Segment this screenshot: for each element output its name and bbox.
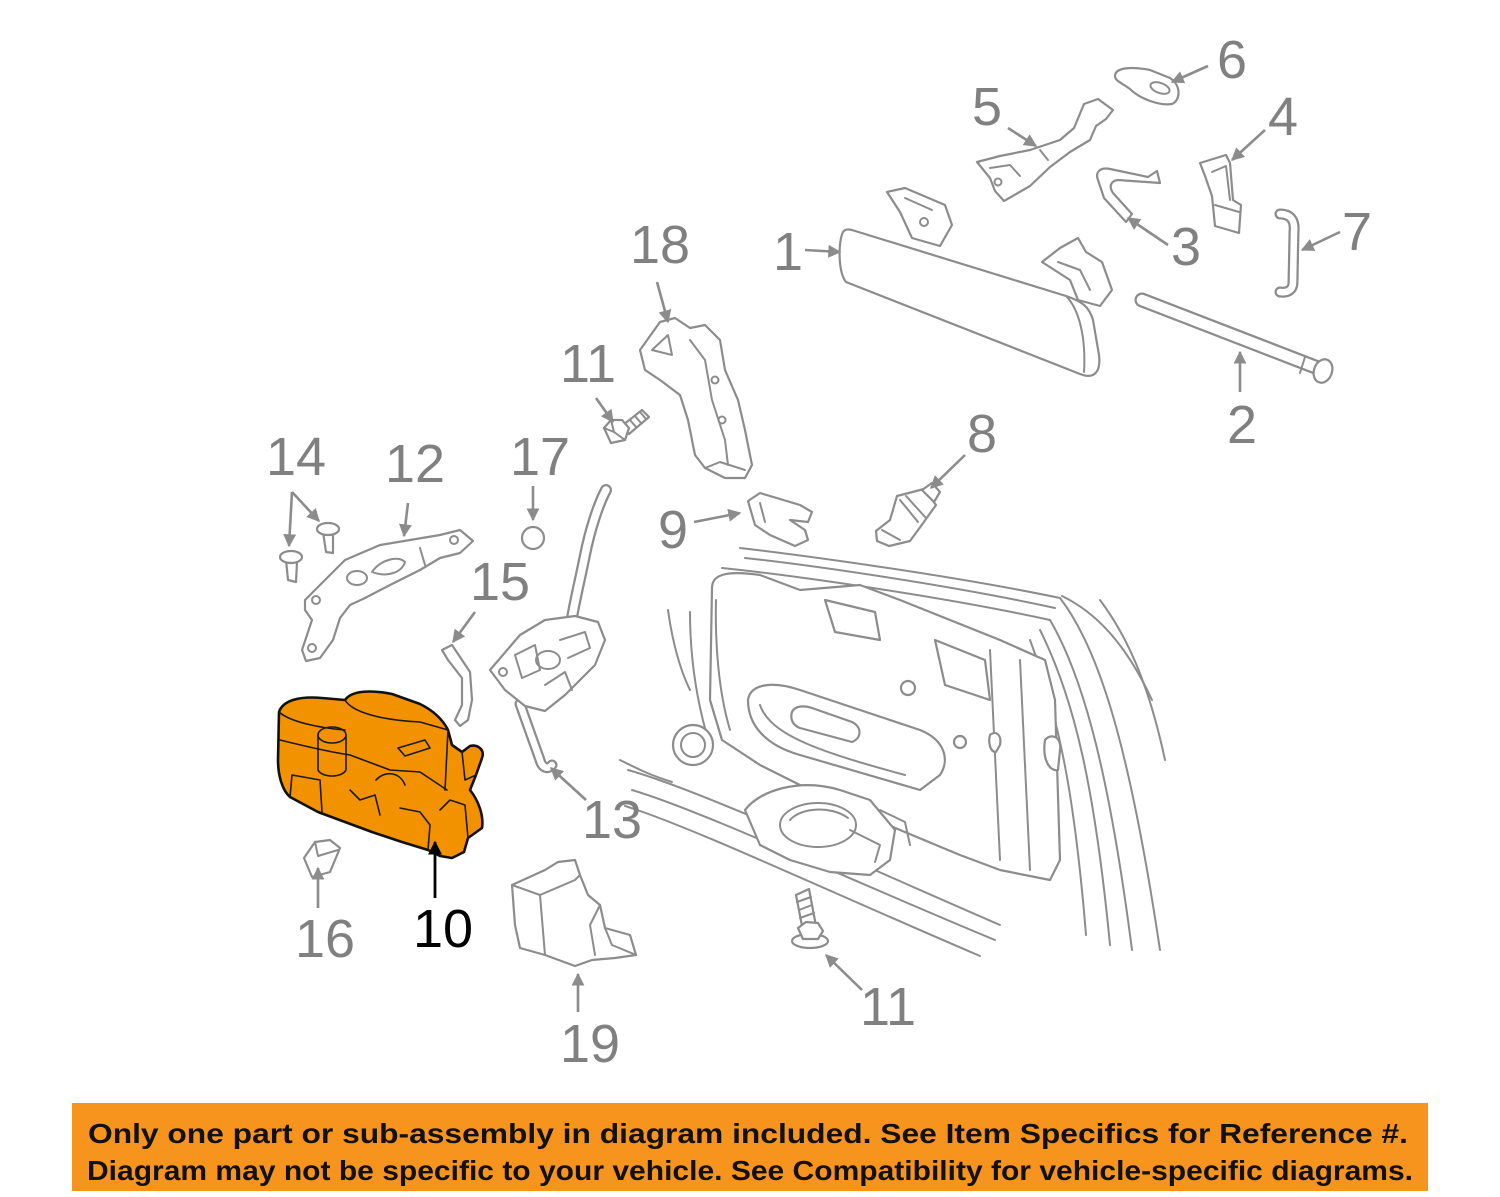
callout-9-label: 9 [658, 500, 688, 560]
callout-16-label: 16 [295, 909, 355, 969]
callout-8-arrow [930, 454, 966, 489]
callout-7-label: 7 [1342, 202, 1372, 262]
callout-14-arrow-a [283, 491, 297, 548]
callout-17-label: 17 [510, 427, 570, 487]
part-1 [838, 186, 1114, 377]
callout-11-upper-label: 11 [560, 334, 616, 394]
part-17 [520, 525, 546, 551]
callout-13-label: 13 [582, 790, 642, 850]
callout-10-label: 10 [413, 899, 473, 959]
callout-8-label: 8 [967, 404, 997, 464]
disclaimer-line-1: Only one part or sub-assembly in diagram… [88, 1118, 1408, 1149]
part-8 [874, 481, 942, 548]
callout-7-arrow [1300, 230, 1341, 252]
callout-11-lower-label: 11 [860, 977, 916, 1037]
callout-6-arrow [1170, 64, 1209, 84]
disclaimer-banner-background [72, 1103, 1428, 1191]
callout-12-label: 12 [385, 434, 445, 494]
part-13 [488, 484, 612, 774]
callout-13-arrow [550, 767, 587, 801]
part-4 [1198, 153, 1243, 235]
disclaimer-line-2: Diagram may not be specific to your vehi… [87, 1155, 1413, 1186]
part-5 [975, 97, 1115, 203]
callout-3-label: 3 [1171, 217, 1201, 277]
callout-5-arrow [1007, 126, 1038, 148]
callout-1-label: 1 [773, 222, 803, 282]
part-12 [300, 528, 475, 663]
part-2 [1134, 292, 1334, 384]
part-6 [1113, 66, 1180, 106]
callout-11-lower-arrow [825, 954, 863, 991]
background-panel-linework [619, 547, 1166, 957]
callout-11-upper-arrow [594, 397, 615, 424]
callout-6-label: 6 [1217, 30, 1247, 90]
part-7 [1274, 208, 1300, 298]
callout-4-arrow [1231, 129, 1266, 161]
part-11-upper [602, 408, 651, 445]
callout-14-label: 14 [266, 427, 326, 487]
part-18 [638, 316, 754, 480]
callout-3-arrow [1126, 216, 1169, 247]
callout-15-arrow [451, 611, 477, 644]
callout-1-arrow [804, 244, 842, 258]
callout-4-label: 4 [1268, 87, 1298, 147]
callout-19-label: 19 [560, 1014, 620, 1074]
callout-12-arrow [398, 502, 412, 538]
callout-18-label: 18 [630, 215, 690, 275]
part-19 [510, 858, 638, 968]
part-11-lower [790, 887, 830, 950]
callout-18-arrow [655, 281, 672, 324]
part-10-body [276, 690, 484, 860]
callout-15-label: 15 [470, 552, 530, 612]
callout-labels: 1 2 3 4 5 6 7 8 9 10 11 11 12 13 14 15 1… [266, 30, 1372, 1074]
part-9 [746, 491, 814, 548]
callout-5-label: 5 [972, 77, 1002, 137]
part-15 [440, 643, 474, 728]
callout-9-arrow [693, 508, 742, 524]
part-16 [302, 838, 342, 879]
disclaimer-banner: Only one part or sub-assembly in diagram… [72, 1103, 1428, 1191]
callout-arrows [283, 64, 1341, 1012]
callout-2-label: 2 [1227, 395, 1257, 455]
part-10-highlighted [276, 690, 484, 860]
part-3 [1096, 167, 1162, 224]
part-14 [278, 521, 341, 584]
callout-14-arrow-b [291, 491, 320, 522]
